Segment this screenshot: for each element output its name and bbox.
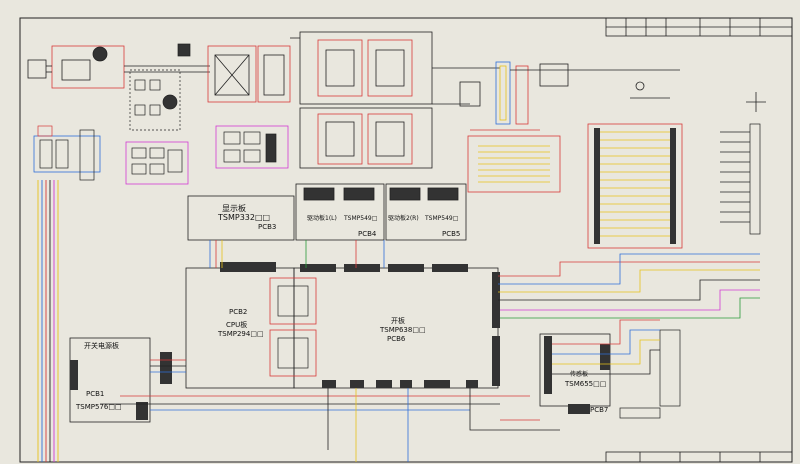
wire-sensor-harness [552,319,660,375]
terminal-strip-right [720,123,761,235]
connector-compass [746,92,766,112]
drive-board-2-model: TSMP549□ [425,215,459,222]
main-board-connectors-bottom [322,380,478,388]
sensor-board-model: TSM655□□ [565,380,607,388]
relay-column [619,329,681,419]
cpu-board-model: TSMP294□□ [218,330,264,338]
wire-right-harness [498,253,760,319]
inverter-module-bottom [299,107,433,169]
relay-bank [129,43,191,131]
sensor-board-pcb: PCB7 [590,406,609,414]
drive-board-1-label: 驱动板1(L) [307,215,337,222]
sensor-board-title: 传感板 [570,371,589,378]
drive-board-group-1 [295,183,385,241]
rectifier-bridge [207,45,291,103]
drive-board-2-pcb: PCB5 [442,230,461,238]
snubber-board-1 [125,141,189,185]
snubber-board-1-parts [131,147,183,175]
main-board-model: TSMP638□□ [380,326,426,334]
power-board-title: 开关电源板 [84,342,119,350]
capacitor-panel-left-lines [478,145,550,183]
drive-board-group-2 [385,183,467,241]
cpu-board-pcb: PCB2 [229,308,248,316]
inverter-module-top [290,31,433,105]
capacitor-panel-left [467,135,561,193]
snubber-board-2-parts [223,131,277,163]
power-board-model: TSMP576□□ [76,403,122,411]
title-block-bottom [605,451,793,463]
title-block-top [605,17,793,37]
igbt-pair-inner [277,285,309,369]
wire-bottom-stubs [327,388,560,462]
current-sensor-parts [37,125,95,181]
display-board-model: TSMP332□□ [218,213,271,222]
display-board-title: 显示板 [222,204,246,213]
capacitor-panel-right-lines [600,131,670,237]
wire-main-bottom [100,395,530,411]
power-board-pcb: PCB1 [86,390,105,398]
wire-bundle-left [37,180,59,462]
input-filter [27,45,210,89]
capacitor-panel-right-terminals [594,128,676,244]
display-board-outline [187,195,295,241]
display-board-pcb: PCB3 [258,223,277,231]
igbt-pair [269,277,317,377]
drive-board-2-label: 驱动板2(R) [388,215,419,222]
capacitor-panel-right [587,123,683,249]
drive-board-1-pcb: PCB4 [358,230,377,238]
main-board-connectors-right [492,272,500,386]
main-board-connectors-top [220,262,468,272]
main-board-pcb: PCB6 [387,335,406,343]
drive-board-1-model: TSMP549□ [344,215,378,222]
output-stage [432,61,680,131]
cpu-board-title: CPU板 [226,321,248,329]
snubber-board-2 [215,125,289,169]
sensor-board-connectors [544,336,610,414]
current-sensor-block [33,135,101,173]
wire-power-to-cpu [150,359,186,373]
wire-vertical-cpu [209,240,385,268]
main-board-title: 开板 [391,317,405,325]
